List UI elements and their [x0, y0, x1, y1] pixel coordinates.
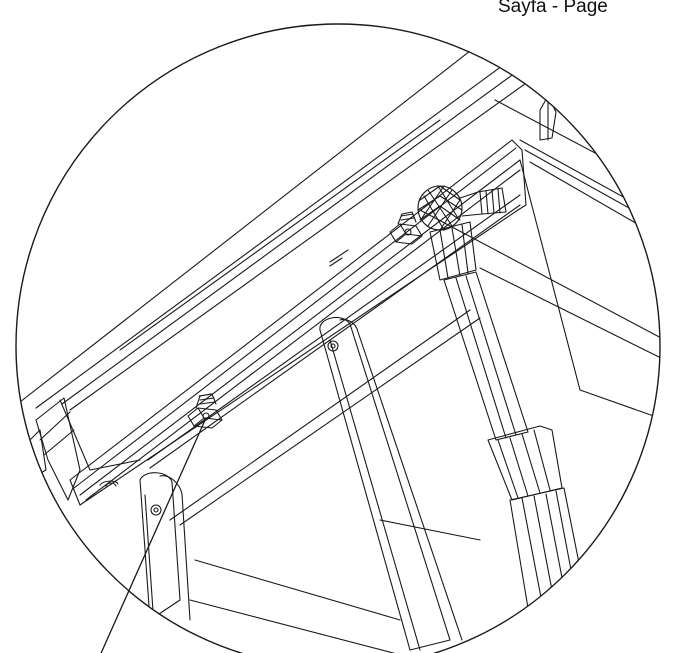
hex-nut-left: [187, 393, 223, 429]
page-label: Sayfa - Page: [498, 0, 608, 17]
gas-spring: [429, 221, 601, 653]
center-support-leg: [319, 316, 463, 651]
interior-planes: [169, 209, 660, 653]
left-frame: [19, 397, 141, 501]
detail-contents: [19, 24, 660, 653]
hex-nut-right: [389, 211, 423, 245]
ball-joint: [417, 185, 507, 231]
top-panel: [19, 24, 601, 411]
detail-circle: [15, 23, 661, 653]
leader-line: [100, 417, 207, 653]
left-support-leg: [139, 472, 191, 641]
panel-markings: [329, 249, 349, 267]
